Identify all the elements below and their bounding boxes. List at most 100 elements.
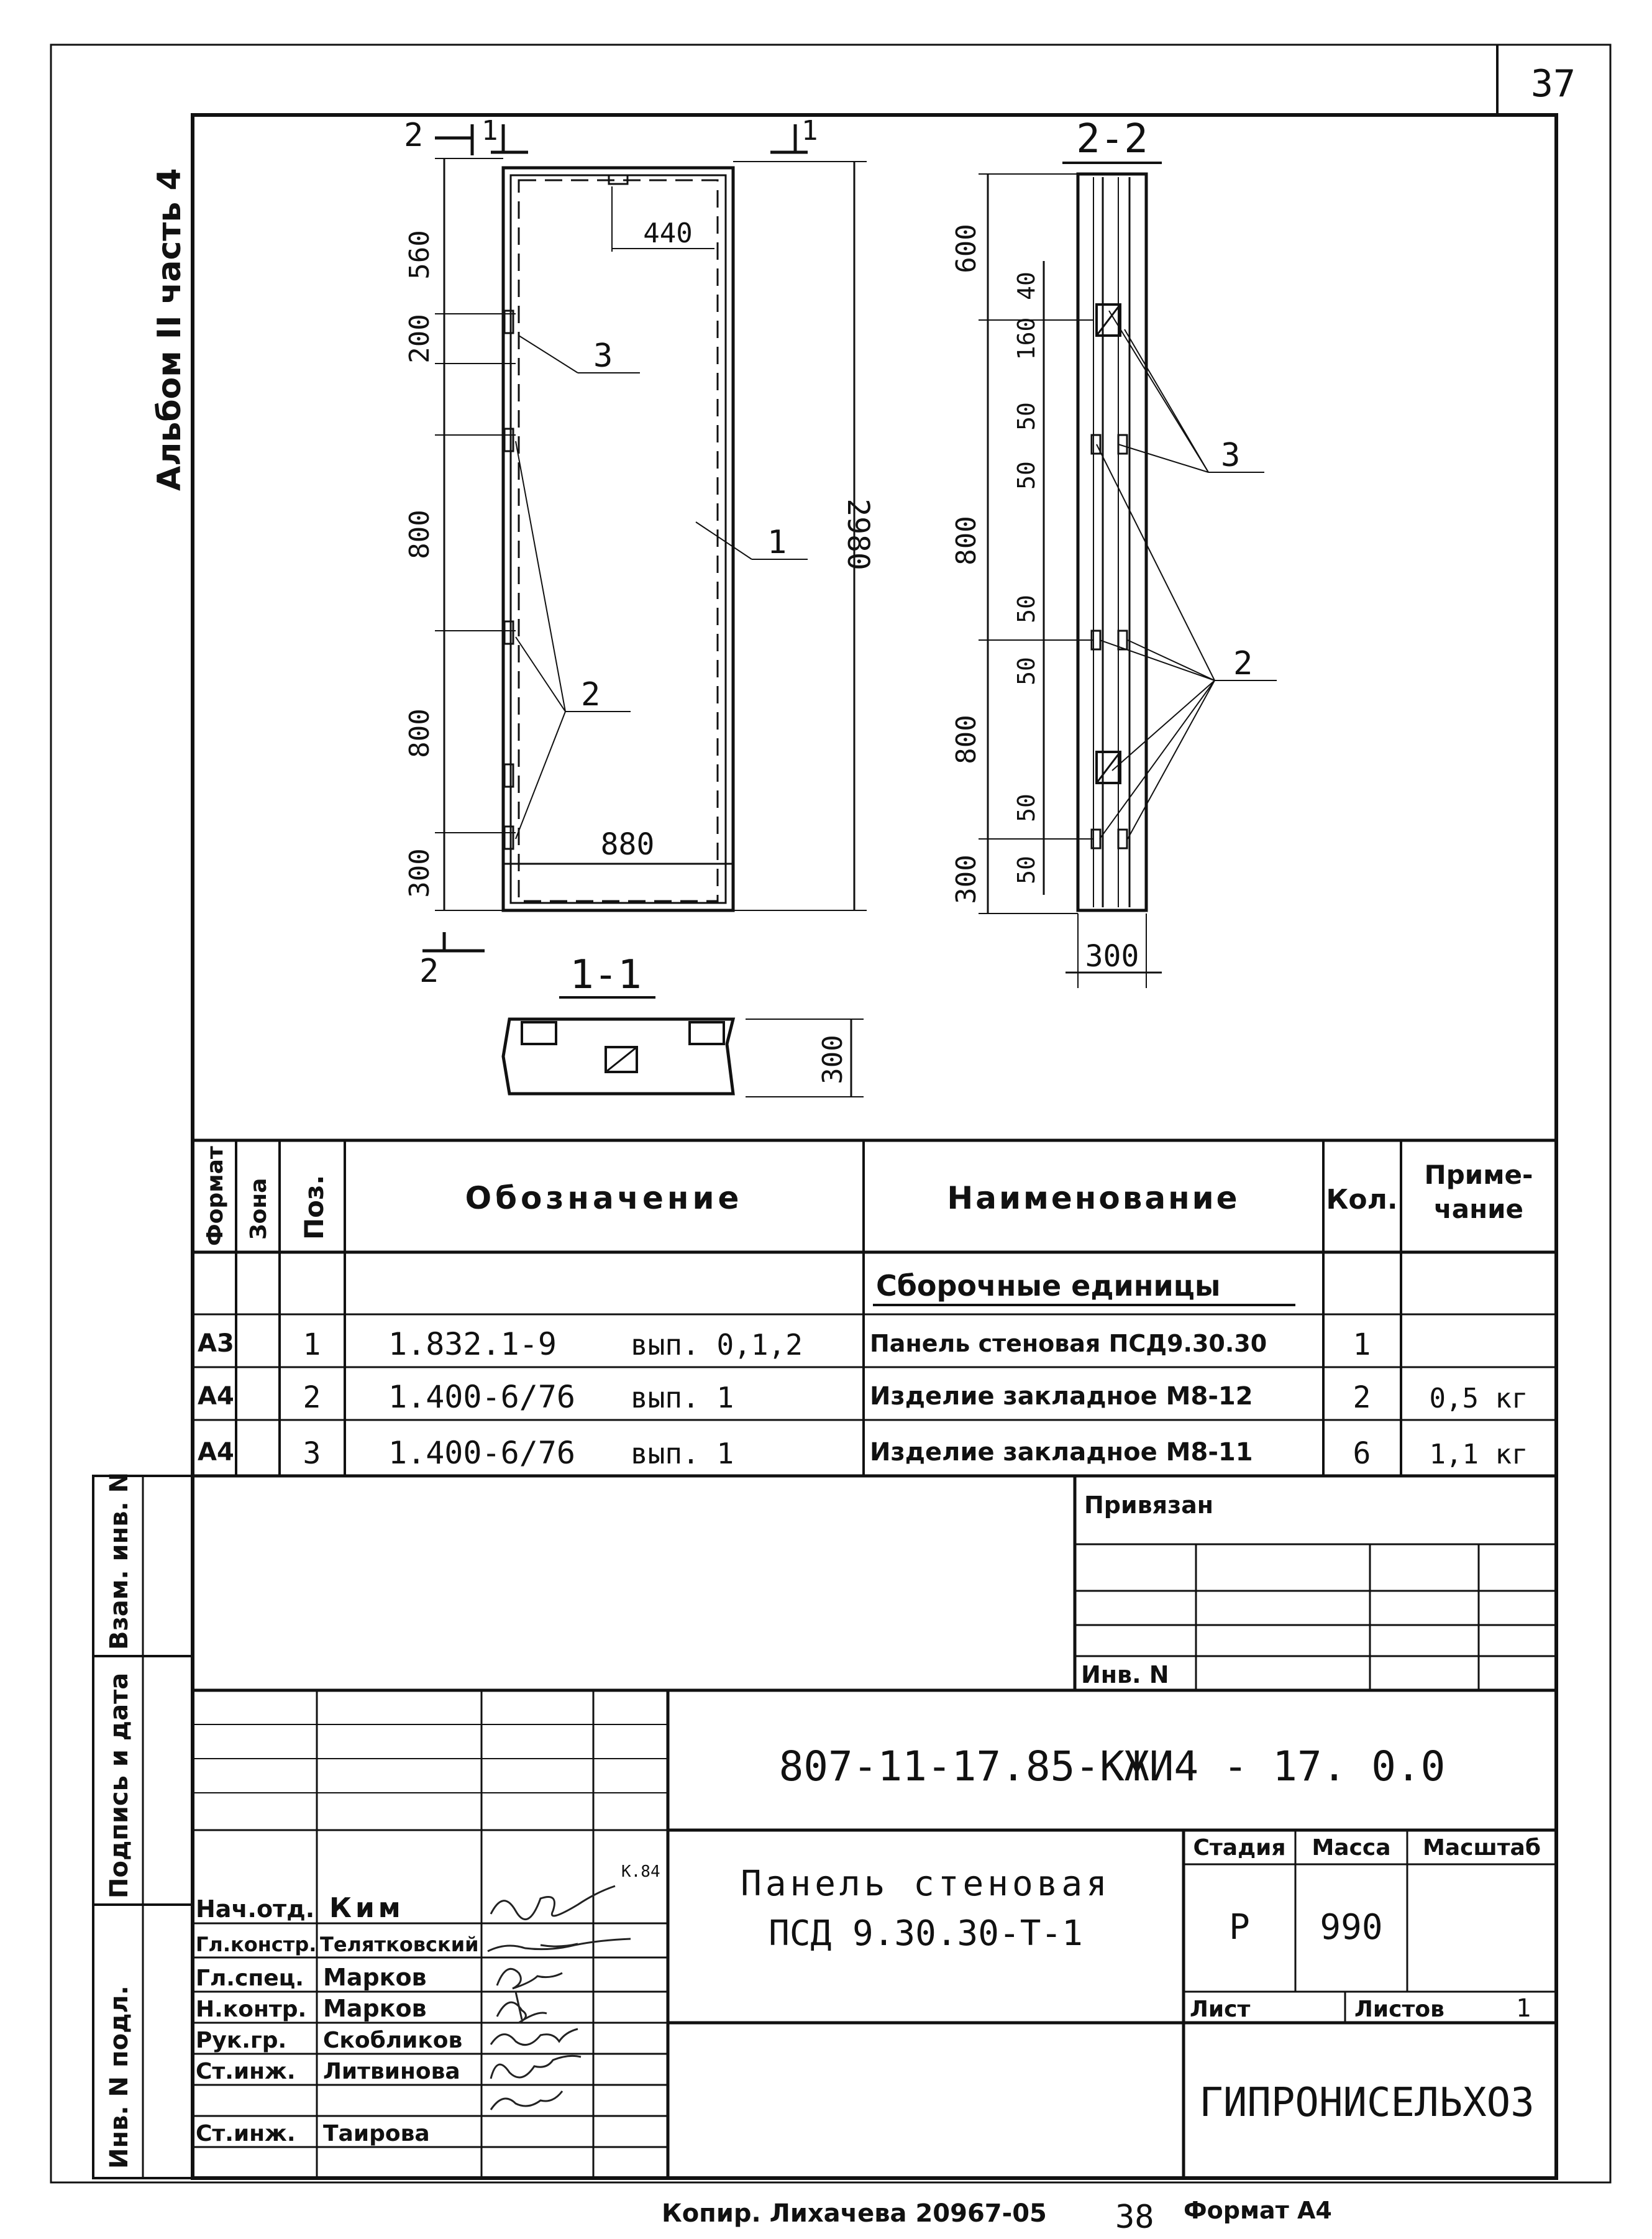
dim-s22-inner-6: 50 [1013, 657, 1040, 685]
hdr-note-1: Приме- [1425, 1160, 1533, 1190]
row1-format: А3 [198, 1329, 234, 1358]
signatory-7-role: Ст.инж. [196, 2121, 296, 2146]
row2-format: А4 [198, 1382, 234, 1411]
row3-designation: 1.400-6/76 [388, 1435, 575, 1471]
hdr-note-2: чание [1434, 1194, 1523, 1224]
signatory-2: Гл.констр. Телятковский [196, 1933, 479, 1956]
footer-format: Формат А4 [1184, 2197, 1332, 2224]
handwritten-signatures [487, 1885, 631, 2110]
signatory-1: Нач.отд. Ким [196, 1892, 404, 1924]
binding-inv-label: Инв. N [1081, 1661, 1169, 1688]
signatory-7: Ст.инж. Таирова [196, 2121, 430, 2146]
signatory-6-role: Ст.инж. [196, 2059, 296, 2084]
group-title: Сборочные единицы [876, 1269, 1220, 1303]
signatory-3-role: Гл.спец. [196, 1966, 304, 1991]
dim-s22-outer-3: 800 [951, 715, 982, 764]
row2-pos: 2 [303, 1380, 321, 1415]
signatory-4-role: Н.контр. [196, 1997, 306, 2022]
dim-front-3: 800 [404, 510, 436, 559]
dim-s22-inner-2: 160 [1013, 318, 1040, 360]
spec-row-1: А3 1 1.832.1-9 вып. 0,1,2 Панель стенова… [198, 1326, 1371, 1362]
signatory-5: Рук.гр. Скобликов [196, 2028, 462, 2053]
signatory-6: Ст.инж. Литвинова [196, 2059, 460, 2084]
row1-qty: 1 [1353, 1327, 1371, 1362]
panel-outline [501, 166, 735, 912]
sheet-number: 37 [1531, 62, 1576, 106]
footer-copy: Копир. Лихачева 20967-05 [662, 2199, 1047, 2228]
section-mark-1-left: 1 [481, 115, 498, 147]
item-name-line1: Панель стеновая [741, 1864, 1111, 1904]
row2-name: Изделие закладное М8-12 [870, 1382, 1253, 1411]
signatory-4: Н.контр. Марков [196, 1995, 427, 2022]
scale-label: Масштаб [1423, 1835, 1541, 1861]
dim-front-4: 800 [404, 708, 436, 758]
section-1-1: 1-1 300 [501, 952, 864, 1097]
row2-qty: 2 [1353, 1380, 1371, 1415]
signatory-3-name: Марков [323, 1964, 427, 1991]
stage-label: Стадия [1193, 1835, 1286, 1861]
hdr-pos: Поз. [299, 1175, 329, 1240]
row2-designation: 1.400-6/76 [388, 1379, 575, 1415]
stamp-replacement: Взам. инв. N [105, 1472, 134, 1650]
dim-s22-outer-1: 600 [951, 224, 982, 273]
signatory-5-role: Рук.гр. [196, 2028, 286, 2053]
dim-s22-width: 300 [1085, 939, 1139, 974]
row3-name: Изделие закладное М8-11 [870, 1438, 1253, 1467]
row3-pos: 3 [303, 1436, 321, 1471]
s22-pos-2: 2 [1233, 645, 1253, 682]
sheets-value: 1 [1516, 1994, 1531, 2023]
binding-title: Привязан [1084, 1491, 1213, 1519]
sheets-label: Листов [1354, 1997, 1444, 2022]
row3-issue: вып. 1 [631, 1437, 734, 1470]
signatory-3: Гл.спец. Марков [196, 1964, 427, 1991]
row2-issue: вып. 1 [631, 1381, 734, 1414]
dim-s22-outer-4: 300 [951, 854, 982, 904]
dim-s22-outer-2: 800 [951, 516, 982, 565]
front-pos-3: 3 [593, 337, 613, 375]
dim-front-height: 2980 [841, 498, 875, 570]
spec-row-2: А4 2 1.400-6/76 вып. 1 Изделие закладное… [198, 1379, 1528, 1415]
stamp-signature-date: Подпись и дата [105, 1673, 134, 1898]
signatory-1-name: Ким [329, 1892, 404, 1924]
hdr-qty: Кол. [1326, 1184, 1397, 1216]
binding-block: Привязан Инв. N [1073, 1474, 1558, 1692]
sheet-label: Лист [1190, 1997, 1250, 2022]
signatory-5-name: Скобликов [323, 2028, 462, 2053]
row3-note: 1,1 кг [1430, 1439, 1528, 1470]
organization: ГИПРОНИСЕЛЬХОЗ [1199, 2080, 1534, 2126]
front-pos-2: 2 [581, 676, 600, 713]
dim-s22-inner-8: 50 [1013, 856, 1040, 884]
dim-s22-inner-4: 50 [1013, 461, 1040, 490]
section-mark-1-right: 1 [801, 115, 818, 147]
signatory-2-role: Гл.констр. [196, 1933, 316, 1956]
footer-page: 38 [1115, 2199, 1154, 2236]
hdr-format: Формат [203, 1146, 228, 1246]
section-mark-2-top: 2 [404, 117, 423, 154]
section-mark-2-bottom: 2 [419, 953, 439, 990]
hdr-designation: Обозначение [465, 1180, 743, 1216]
dim-front-width: 880 [601, 827, 655, 862]
hdr-name: Наименование [947, 1180, 1239, 1216]
title-block: 807-11-17.85-КЖИ4 - 17. 0.0 Панель стено… [191, 1688, 1558, 2180]
row3-qty: 6 [1353, 1436, 1371, 1471]
dim-front-1: 560 [404, 230, 436, 279]
item-name-line2: ПСД 9.30.30-Т-1 [769, 1913, 1083, 1954]
section-2-2-title: 2-2 [1076, 116, 1148, 162]
hdr-zone: Зона [246, 1178, 272, 1240]
stage-value: Р [1229, 1907, 1250, 1948]
album-label: Альбом II часть 4 [151, 168, 188, 491]
section-1-1-title: 1-1 [570, 952, 642, 998]
signatory-4-name: Марков [323, 1995, 427, 2022]
dim-s22-inner-3: 50 [1013, 402, 1040, 431]
front-view: 560 200 800 800 300 2980 880 440 3 1 2 2 [404, 115, 875, 990]
dim-s22-inner-5: 50 [1013, 595, 1040, 623]
dim-front-2: 200 [404, 314, 436, 363]
dim-front-5: 300 [404, 848, 436, 897]
mass-value: 990 [1320, 1907, 1382, 1948]
spec-table: Формат Зона Поз. Обозначение Наименовани… [191, 1138, 1558, 1478]
s22-pos-3: 3 [1221, 437, 1240, 474]
dim-section-1-1: 300 [817, 1035, 849, 1084]
section-2-2: 2-2 600 800 800 300 40 160 50 50 50 [951, 116, 1277, 988]
doc-code: 807-11-17.85-КЖИ4 - 17. 0.0 [779, 1742, 1446, 1790]
